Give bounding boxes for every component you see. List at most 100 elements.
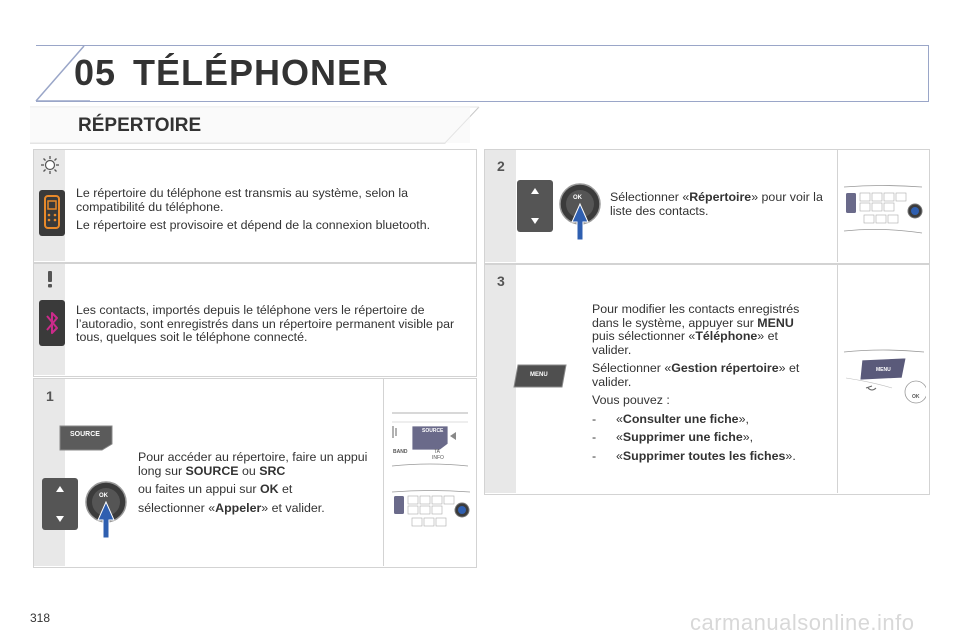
bluetooth-icon bbox=[39, 300, 65, 346]
step3-p2-pre: Sélectionner « bbox=[592, 361, 672, 375]
step3-p2-post: » et valider. bbox=[592, 361, 800, 389]
step1-line2-ok: OK bbox=[259, 482, 279, 496]
arrow-up-icon bbox=[56, 486, 64, 492]
step1-line3-appeler: Appeler bbox=[215, 500, 262, 515]
step2-line-pre: Sélectionner « bbox=[610, 190, 690, 204]
warning-text: Les contacts, importés depuis le télépho… bbox=[76, 303, 456, 350]
list-item-pre: « bbox=[616, 430, 623, 444]
step1-line3-pre: sélectionner « bbox=[138, 500, 216, 515]
step3-p1-pre: Pour modifier les contacts enregistrés d… bbox=[592, 302, 800, 330]
list-item-label: Supprimer une fiche bbox=[622, 430, 743, 444]
illus-info-label: INFO bbox=[432, 455, 444, 461]
illus-ok-label: OK bbox=[912, 394, 920, 400]
step1-line1: Pour accéder au répertoire, faire un app… bbox=[138, 450, 368, 478]
menu-button-shape bbox=[513, 364, 567, 388]
step3-para-1: Pour modifier les contacts enregistrés d… bbox=[592, 302, 814, 357]
bulb-icon bbox=[39, 154, 61, 176]
chapter-header-band bbox=[36, 45, 929, 102]
list-item: - «Supprimer toutes les fiches». bbox=[592, 448, 814, 464]
keypad-illustration-2 bbox=[843, 185, 923, 234]
list-item-post: ». bbox=[785, 448, 796, 463]
step3-p2-gestion: Gestion répertoire bbox=[671, 361, 779, 375]
radio-panel-illustration bbox=[391, 412, 469, 467]
warning-panel bbox=[33, 263, 477, 377]
menu-panel-illustration bbox=[843, 349, 926, 404]
step-number-1: 1 bbox=[46, 388, 54, 404]
step3-p1-mid: puis sélectionner « bbox=[592, 329, 696, 343]
arrow-pad-2 bbox=[517, 180, 553, 232]
info-panel bbox=[33, 149, 477, 263]
list-item-pre: « bbox=[616, 448, 623, 463]
list-item: - «Consulter une fiche», bbox=[592, 411, 814, 427]
step1-line1-source: SOURCE bbox=[185, 463, 239, 478]
info-paragraph-2: Le répertoire est provisoire et dépend d… bbox=[76, 218, 431, 232]
info-paragraph-1: Le répertoire du téléphone est transmis … bbox=[76, 186, 408, 214]
warning-paragraph-1: Les contacts, importés depuis le télépho… bbox=[76, 303, 455, 344]
list-dash: - bbox=[592, 448, 597, 463]
step1-line1-src: SRC bbox=[259, 463, 286, 478]
step2-line-repertoire: Répertoire bbox=[689, 190, 752, 204]
section-title: RÉPERTOIRE bbox=[78, 115, 202, 136]
step1-line1-pre: Pour accéder au répertoire, faire un app… bbox=[138, 450, 368, 478]
step1-panel-bar bbox=[34, 379, 65, 566]
arrow-down-icon bbox=[531, 218, 539, 224]
step-number-1-badge bbox=[39, 385, 61, 407]
step1-line2-pre: ou faites un appui sur bbox=[138, 482, 260, 496]
step-number-2-badge bbox=[490, 155, 512, 177]
step1-text: Pour accéder au répertoire, faire un app… bbox=[138, 450, 368, 520]
step2-line: Sélectionner «Répertoire» pour voir la l… bbox=[610, 190, 825, 218]
list-item-label: Consulter une fiche bbox=[622, 411, 739, 426]
illus-source-label: SOURCE bbox=[422, 428, 444, 434]
arrow-pad bbox=[42, 478, 78, 530]
list-item-post: », bbox=[738, 411, 749, 426]
source-button-shape bbox=[59, 425, 113, 451]
step3-text: Pour modifier les contacts enregistrés d… bbox=[592, 302, 814, 468]
illus-band-label: BAND bbox=[393, 449, 408, 455]
ok-knob-2-label: OK bbox=[573, 195, 582, 201]
step2-divider bbox=[837, 150, 838, 262]
step1-line1-mid: ou bbox=[238, 463, 260, 478]
keypad-illustration bbox=[391, 490, 471, 527]
list-item-label: Supprimer toutes les fiches bbox=[622, 448, 786, 463]
menu-button-label: MENU bbox=[530, 372, 548, 378]
step2-text: Sélectionner «Répertoire» pour voir la l… bbox=[610, 190, 825, 223]
list-item-post: », bbox=[742, 430, 754, 444]
illus-ta-label: TA bbox=[434, 449, 441, 455]
chapter-title: TÉLÉPHONER bbox=[133, 52, 390, 93]
list-item: - «Supprimer une fiche», bbox=[592, 430, 814, 445]
step1-line3-post: » et valider. bbox=[261, 500, 325, 515]
step3-p1-post: » et valider. bbox=[592, 329, 778, 357]
step1-line3: sélectionner «Appeler» et valider. bbox=[138, 500, 368, 516]
step3-divider bbox=[837, 265, 838, 493]
step2-line-post: » pour voir la liste des contacts. bbox=[610, 190, 823, 218]
step-number-3: 3 bbox=[497, 273, 505, 289]
exclamation-icon bbox=[39, 268, 61, 290]
chapter-number: 05 bbox=[74, 52, 117, 93]
section-title-band bbox=[30, 106, 480, 144]
step-number-2: 2 bbox=[497, 158, 505, 174]
source-button: SOURCE bbox=[58, 424, 114, 452]
info-text: Le répertoire du téléphone est transmis … bbox=[76, 186, 456, 238]
list-dash: - bbox=[592, 430, 597, 444]
step3-p1-menu: MENU bbox=[757, 315, 794, 330]
list-dash: - bbox=[592, 411, 597, 426]
list-item-pre: « bbox=[616, 411, 623, 426]
illus-menu-label: MENU bbox=[876, 367, 891, 373]
ok-knob-2 bbox=[559, 183, 601, 241]
step1-line2: ou faites un appui sur OK et bbox=[138, 482, 368, 497]
step1-line2-post: et bbox=[278, 482, 293, 496]
step3-para-2: Sélectionner «Gestion répertoire» et val… bbox=[592, 361, 814, 389]
step3-panel-bar bbox=[485, 265, 516, 493]
menu-button: MENU bbox=[512, 362, 568, 390]
source-button-label: SOURCE bbox=[70, 431, 100, 438]
ok-knob bbox=[85, 481, 127, 539]
phone-icon bbox=[39, 190, 65, 236]
arrow-down-icon bbox=[56, 516, 64, 522]
page-number: 318 bbox=[30, 611, 51, 625]
arrow-up-icon bbox=[531, 188, 539, 194]
header-corner-shape bbox=[35, 45, 90, 102]
step-number-3-badge bbox=[490, 270, 512, 292]
ok-knob-label: OK bbox=[99, 493, 108, 499]
watermark: carmanualsonline.info bbox=[690, 610, 915, 635]
step1-divider bbox=[383, 379, 384, 566]
